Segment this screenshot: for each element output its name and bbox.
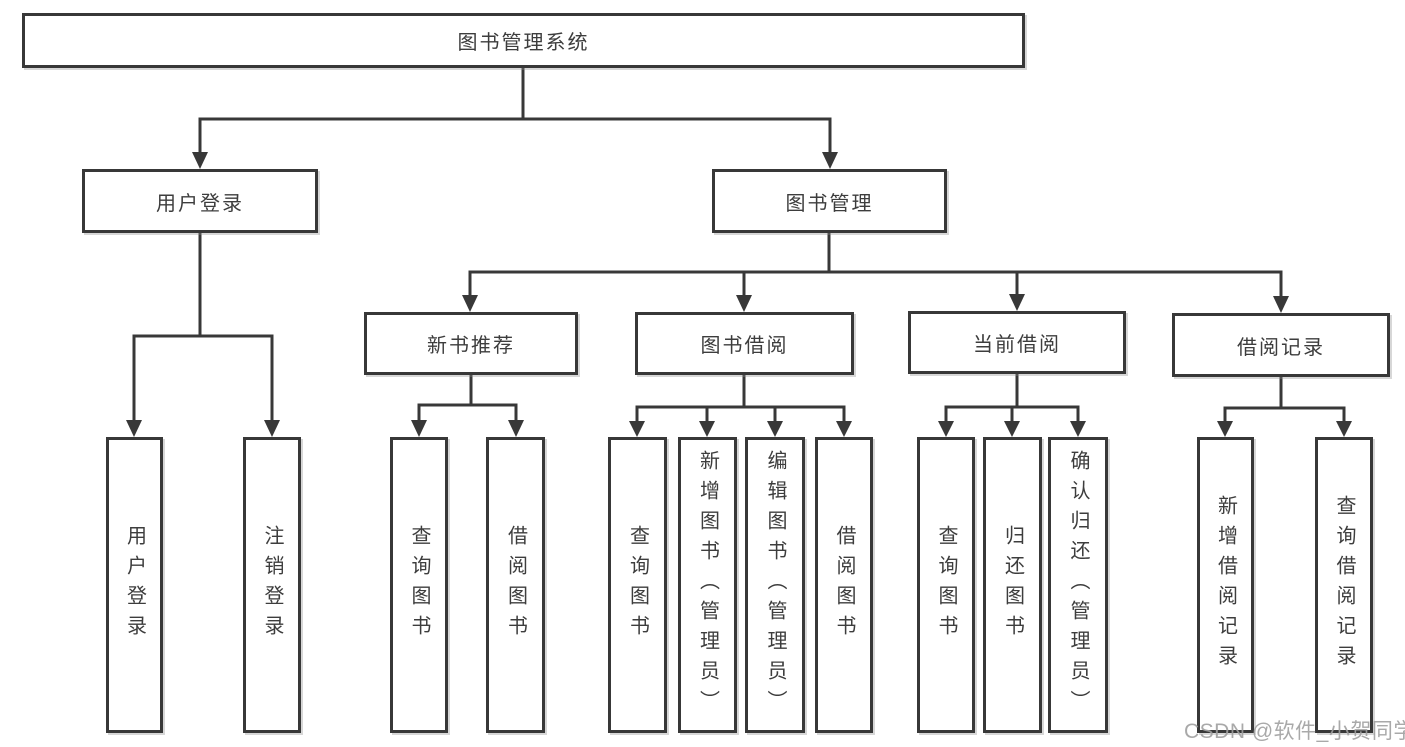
leaf-edit-book-admin: 编辑图书（管理员） <box>745 437 805 733</box>
node-new-book-recommend: 新书推荐 <box>364 312 578 375</box>
node-borrow-records-label: 借阅记录 <box>1237 336 1325 359</box>
leaf-user-login: 用户登录 <box>106 437 163 733</box>
leaf-confirm-return-admin: 确认归还（管理员） <box>1048 437 1108 733</box>
connector-bookborrow-to-leaves <box>629 375 852 437</box>
leaf-newbook-borrow-books: 借阅图书 <box>486 437 545 733</box>
connector-bookmgmt-to-level3 <box>462 233 1289 313</box>
node-root-label: 图书管理系统 <box>457 32 590 54</box>
leaf-return-books: 归还图书 <box>983 437 1042 733</box>
leaf-logout-label: 注销登录 <box>261 525 283 645</box>
leaf-borrow-books-label: 借阅图书 <box>833 525 855 645</box>
leaf-newbook-borrow-books-label: 借阅图书 <box>504 525 527 645</box>
leaf-current-query-books: 查询图书 <box>917 437 975 733</box>
leaf-borrow-books: 借阅图书 <box>815 437 873 733</box>
node-current-borrow-label: 当前借阅 <box>973 334 1061 356</box>
leaf-logout: 注销登录 <box>243 437 301 733</box>
leaf-add-borrow-record: 新增借阅记录 <box>1197 437 1254 733</box>
leaf-borrow-query-books: 查询图书 <box>608 437 667 733</box>
csdn-watermark: CSDN @软件_小贺同学 <box>1184 720 1405 743</box>
node-book-borrow-label: 图书借阅 <box>700 335 789 357</box>
leaf-borrow-query-books-label: 查询图书 <box>626 525 649 645</box>
node-book-borrow: 图书借阅 <box>635 312 854 375</box>
leaf-user-login-label: 用户登录 <box>123 525 146 645</box>
leaf-add-book-admin: 新增图书（管理员） <box>678 437 737 733</box>
leaf-confirm-return-admin-label: 确认归还（管理员） <box>1067 450 1089 720</box>
node-user-login-label: 用户登录 <box>156 192 244 215</box>
node-book-management: 图书管理 <box>712 169 947 233</box>
node-borrow-records: 借阅记录 <box>1172 313 1390 377</box>
connector-currentborrow-to-leaves <box>938 374 1086 437</box>
node-user-login: 用户登录 <box>82 169 318 233</box>
node-root-system: 图书管理系统 <box>22 13 1025 68</box>
connector-newbook-to-leaves <box>411 375 524 437</box>
leaf-newbook-query-books-label: 查询图书 <box>408 525 430 645</box>
leaf-add-book-admin-label: 新增图书（管理员） <box>696 450 719 720</box>
leaf-return-books-label: 归还图书 <box>1001 525 1024 645</box>
node-new-book-recommend-label: 新书推荐 <box>427 335 515 357</box>
leaf-newbook-query-books: 查询图书 <box>390 437 448 733</box>
leaf-current-query-books-label: 查询图书 <box>935 525 957 645</box>
leaf-query-borrow-record: 查询借阅记录 <box>1315 437 1373 733</box>
leaf-add-borrow-record-label: 新增借阅记录 <box>1214 495 1237 675</box>
connector-borrowrecord-to-leaves <box>1217 377 1352 437</box>
node-book-management-label: 图书管理 <box>785 192 874 215</box>
leaf-edit-book-admin-label: 编辑图书（管理员） <box>764 450 786 720</box>
connector-userlogin-to-leaves <box>126 233 280 437</box>
leaf-query-borrow-record-label: 查询借阅记录 <box>1333 495 1355 675</box>
node-current-borrow: 当前借阅 <box>908 311 1126 374</box>
connector-root-to-level2 <box>192 68 838 169</box>
